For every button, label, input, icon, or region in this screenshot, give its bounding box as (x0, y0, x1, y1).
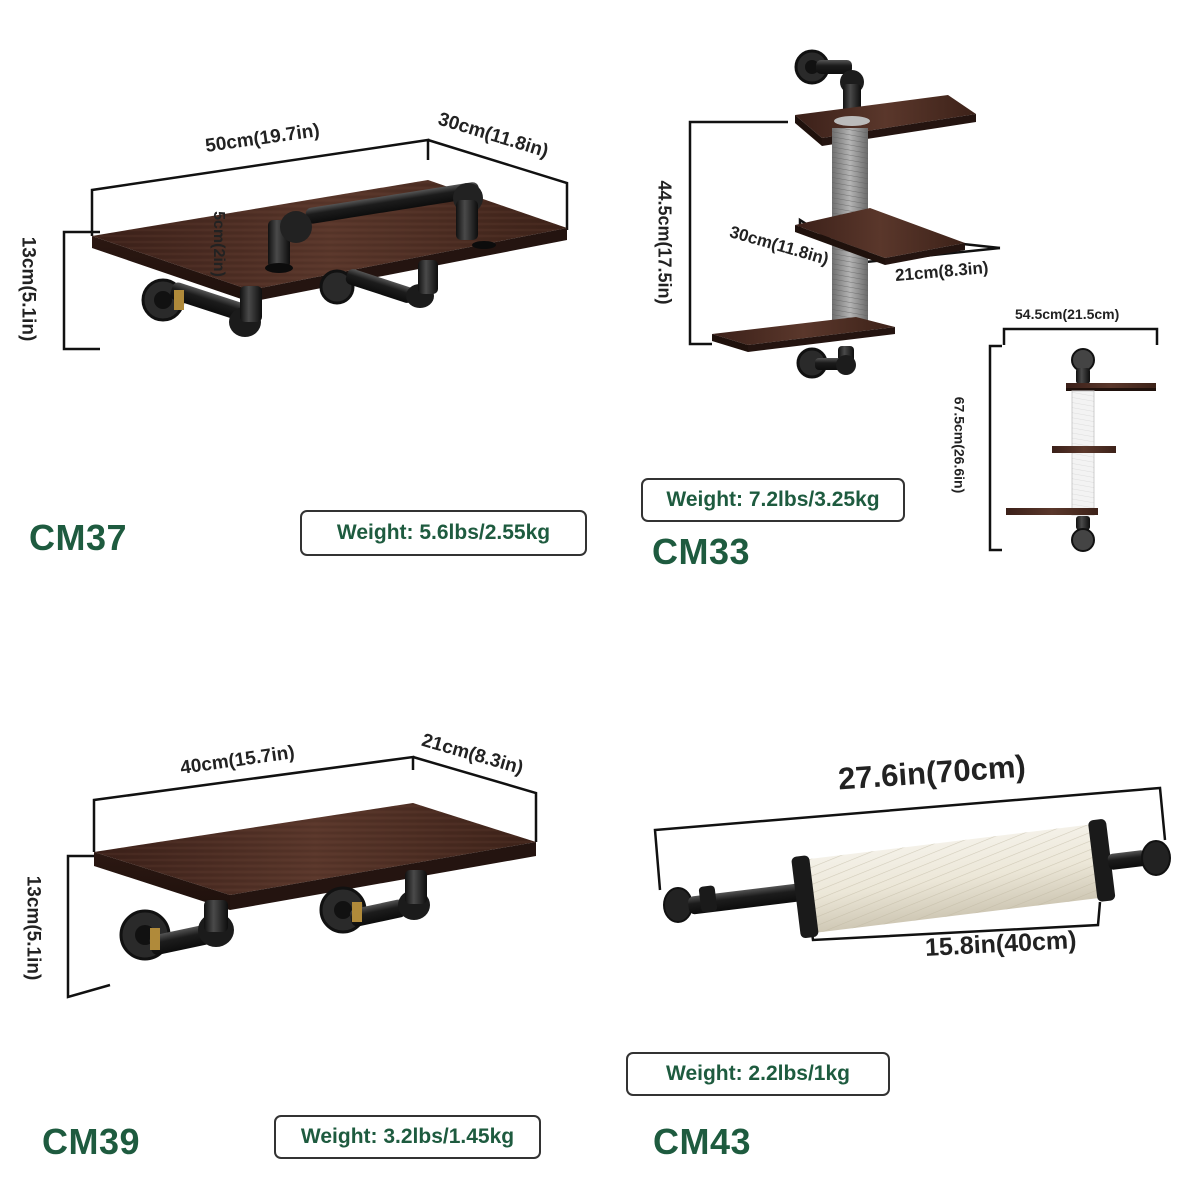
cm37-illustration (62, 138, 569, 351)
cm33-total-height-label: 67.5cm(26.6in) (951, 396, 968, 494)
cm33-weight-badge: Weight: 7.2lbs/3.25kg (641, 478, 905, 522)
cm39-weight-badge: Weight: 3.2lbs/1.45kg (274, 1115, 541, 1159)
cm33-height-label: 44.5cm(17.5in) (654, 180, 675, 305)
cm33-model-label: CM33 (652, 531, 751, 572)
cm37-weight-badge: Weight: 5.6lbs/2.55kg (300, 510, 587, 556)
cm33-small-illustration (988, 327, 1159, 552)
cm43-model-label: CM43 (653, 1121, 752, 1162)
cm39-model-label: CM39 (42, 1121, 141, 1162)
cm37-height-label: 13cm(5.1in) (17, 236, 39, 342)
cm43-weight-badge: Weight: 2.2lbs/1kg (626, 1052, 890, 1096)
cm37-rail-label: 5cm(2in) (209, 211, 227, 277)
cm33-total-width-label: 54.5cm(21.5cm) (1015, 306, 1120, 322)
cm39-illustration (66, 755, 538, 999)
cm33-illustration (688, 49, 1001, 379)
cm43-illustration (653, 786, 1171, 942)
cm39-height-label: 13cm(5.1in) (22, 875, 44, 981)
cm37-model-label: CM37 (29, 517, 128, 558)
